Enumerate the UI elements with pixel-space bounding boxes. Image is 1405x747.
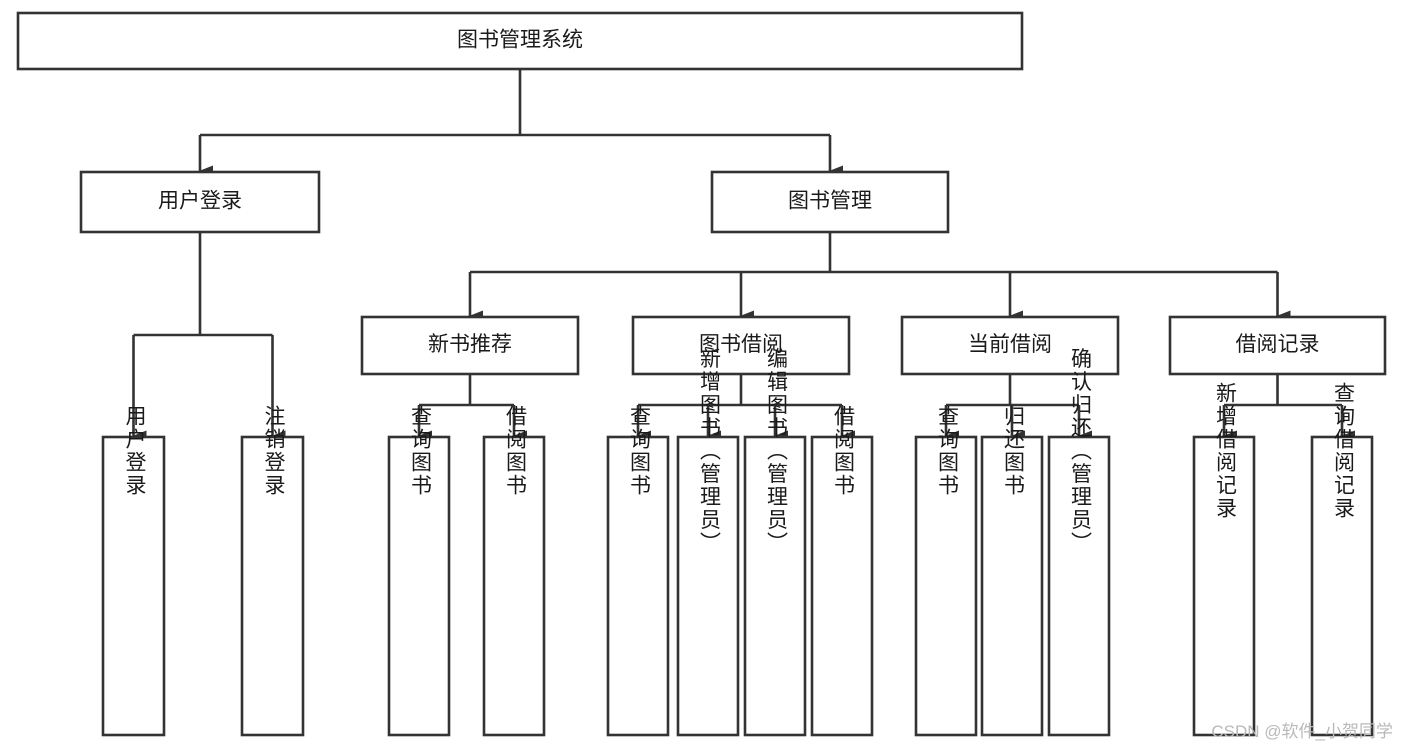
node-label-return-book: 归还图书 bbox=[1001, 405, 1025, 497]
node-query-book-1[interactable]: 查询图书 bbox=[387, 405, 451, 737]
node-box-add-book-admin bbox=[676, 435, 740, 737]
node-label-query-book-1: 查询图书 bbox=[408, 405, 432, 497]
node-add-book-admin[interactable]: 新增图书（管理员） bbox=[676, 348, 740, 737]
node-box-root bbox=[16, 11, 1024, 71]
node-label-new-book-recommend: 新书推荐 bbox=[428, 333, 512, 356]
node-box-edit-book-admin bbox=[743, 435, 807, 737]
node-box-confirm-return-admin bbox=[1047, 435, 1111, 737]
node-root[interactable]: 图书管理系统 bbox=[16, 11, 1024, 71]
node-query-book-3[interactable]: 查询图书 bbox=[914, 405, 978, 737]
node-label-current-borrow: 当前借阅 bbox=[968, 333, 1052, 356]
node-box-borrow-record bbox=[1168, 315, 1387, 376]
node-box-query-book-2 bbox=[606, 435, 670, 737]
node-label-query-borrow-record: 查询借阅记录 bbox=[1331, 382, 1355, 520]
node-box-return-book bbox=[980, 435, 1044, 737]
connector-edges bbox=[132, 69, 1355, 442]
node-label-book-management: 图书管理 bbox=[788, 190, 872, 213]
node-label-borrow-book-2: 借阅图书 bbox=[831, 405, 855, 497]
node-user-login-do[interactable]: 用户登录 bbox=[101, 405, 166, 737]
node-confirm-return-admin[interactable]: 确认归还（管理员） bbox=[1047, 348, 1111, 737]
node-borrow-book-2[interactable]: 借阅图书 bbox=[810, 405, 874, 737]
node-borrow-book-1[interactable]: 借阅图书 bbox=[482, 405, 546, 737]
node-label-user-login: 用户登录 bbox=[158, 190, 242, 213]
node-user-login[interactable]: 用户登录 bbox=[79, 170, 321, 234]
node-box-user-login bbox=[79, 170, 321, 234]
node-book-management[interactable]: 图书管理 bbox=[710, 170, 950, 234]
node-edit-book-admin[interactable]: 编辑图书（管理员） bbox=[743, 348, 807, 737]
node-query-book-2[interactable]: 查询图书 bbox=[606, 405, 670, 737]
node-box-borrow-book-2 bbox=[810, 435, 874, 737]
node-label-edit-book-admin: 编辑图书（管理员） bbox=[764, 348, 788, 555]
node-return-book[interactable]: 归还图书 bbox=[980, 405, 1044, 737]
node-box-book-management bbox=[710, 170, 950, 234]
node-box-current-borrow bbox=[900, 315, 1120, 376]
node-label-borrow-book-1: 借阅图书 bbox=[503, 405, 527, 497]
node-label-book-borrow: 图书借阅 bbox=[699, 333, 783, 356]
node-book-borrow[interactable]: 图书借阅 bbox=[631, 315, 851, 376]
node-boxes: 图书管理系统用户登录用户登录注销登录图书管理新书推荐查询图书借阅图书图书借阅查询… bbox=[16, 11, 1387, 737]
node-box-query-book-3 bbox=[914, 435, 978, 737]
node-box-user-login-do bbox=[101, 435, 166, 737]
node-box-new-book-recommend bbox=[360, 315, 580, 376]
node-add-borrow-record[interactable]: 新增借阅记录 bbox=[1192, 382, 1256, 737]
node-box-add-borrow-record bbox=[1192, 435, 1256, 737]
node-label-add-borrow-record: 新增借阅记录 bbox=[1213, 382, 1237, 520]
watermark-text: CSDN @软件_小贺同学 bbox=[1211, 722, 1393, 741]
node-box-query-book-1 bbox=[387, 435, 451, 737]
node-box-user-logout bbox=[240, 435, 305, 737]
node-label-confirm-return-admin: 确认归还（管理员） bbox=[1068, 348, 1092, 555]
node-query-borrow-record[interactable]: 查询借阅记录 bbox=[1310, 382, 1374, 737]
node-box-book-borrow bbox=[631, 315, 851, 376]
node-box-query-borrow-record bbox=[1310, 435, 1374, 737]
node-current-borrow[interactable]: 当前借阅 bbox=[900, 315, 1120, 376]
node-label-query-book-3: 查询图书 bbox=[935, 405, 959, 497]
node-label-user-login-do: 用户登录 bbox=[123, 405, 147, 497]
node-label-add-book-admin: 新增图书（管理员） bbox=[697, 348, 721, 555]
node-label-user-logout: 注销登录 bbox=[262, 405, 286, 497]
node-label-root: 图书管理系统 bbox=[457, 29, 583, 52]
node-box-borrow-book-1 bbox=[482, 435, 546, 737]
node-user-logout[interactable]: 注销登录 bbox=[240, 405, 305, 737]
node-label-borrow-record: 借阅记录 bbox=[1236, 333, 1320, 356]
node-label-query-book-2: 查询图书 bbox=[627, 405, 651, 497]
node-borrow-record[interactable]: 借阅记录 bbox=[1168, 315, 1387, 376]
node-new-book-recommend[interactable]: 新书推荐 bbox=[360, 315, 580, 376]
